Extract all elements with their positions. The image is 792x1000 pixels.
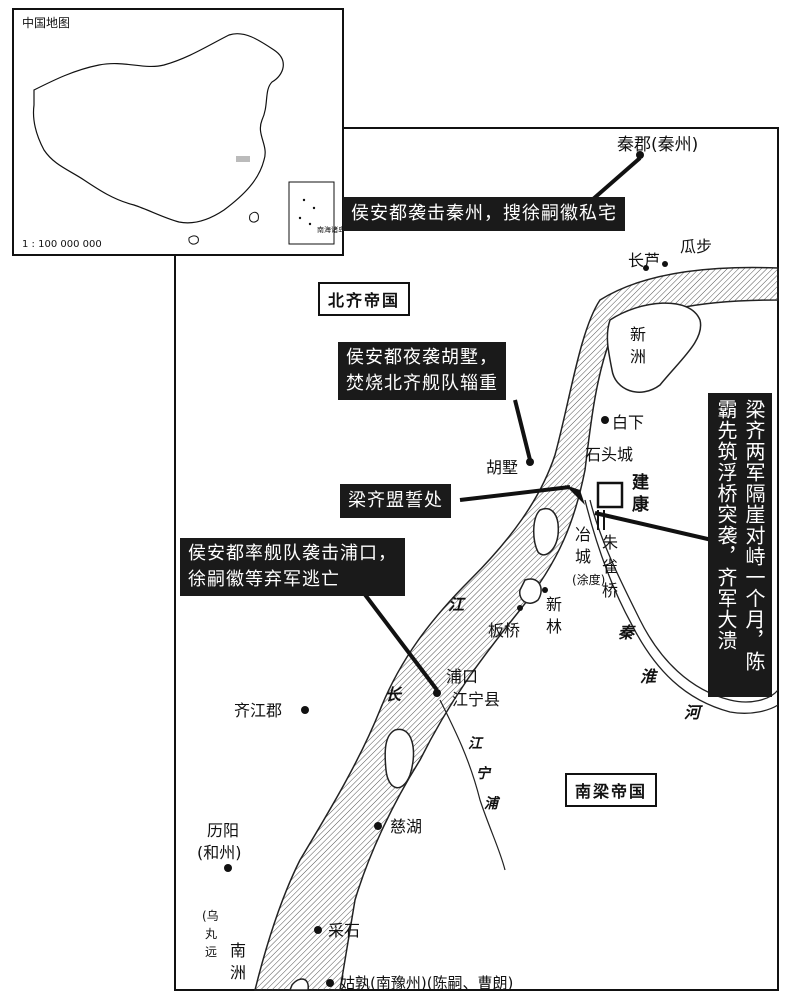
label-river-he: 河 <box>684 703 703 722</box>
label-river-chang: 长 <box>385 685 403 704</box>
state-label-south: 南梁帝国 <box>565 773 658 807</box>
dot-banqiao <box>517 605 523 611</box>
dot-changlu <box>643 265 649 271</box>
dot-pukou <box>433 689 441 697</box>
callout-duizhi: 梁齐两军隔崖对峙一个月，陈霸先筑浮桥突袭，齐军大溃 <box>708 393 772 697</box>
island-small-2 <box>519 578 542 604</box>
state-label-north: 北齐帝国 <box>318 282 411 316</box>
island-small-1 <box>533 508 560 556</box>
callout-pukou-line2: 徐嗣徽等弃军逃亡 <box>188 569 340 590</box>
callout-huye: 侯安都夜袭胡墅， 焚烧北齐舰队辎重 <box>338 342 506 400</box>
jiankang-city-square <box>596 481 624 509</box>
inset-china-map: 中国地图 南海诸岛 1 : 100 000 000 <box>12 8 344 256</box>
callout-pukou: 侯安都率舰队袭击浦口， 徐嗣徽等弃军逃亡 <box>180 538 405 596</box>
dot-gushu <box>326 979 334 987</box>
label-xinzhou-2: 洲 <box>630 347 646 366</box>
label-guabu: 瓜步 <box>680 237 712 256</box>
label-wuwan-2: 丸 <box>205 927 217 941</box>
label-zhuque-3: 桥 <box>602 581 618 600</box>
label-zhuque-1: 朱 <box>602 533 618 552</box>
label-baixia: 白下 <box>612 413 644 432</box>
south-sea-label: 南海诸岛 <box>317 225 342 234</box>
inset-highlight-region <box>236 156 250 162</box>
label-nanzhou-1: 南 <box>230 941 246 960</box>
label-jiankang-2: 康 <box>632 494 650 515</box>
dot-lishui <box>224 864 232 872</box>
qinhuai-river <box>589 499 779 703</box>
label-banqiao: 板桥 <box>488 621 520 640</box>
label-zhuque-2: 雀 <box>602 557 618 576</box>
label-cihu: 慈湖 <box>390 817 422 836</box>
label-xinlin-2: 林 <box>546 617 562 636</box>
leader-c2 <box>513 399 532 461</box>
island-small-3 <box>384 728 415 789</box>
callout-huye-line1: 侯安都夜袭胡墅， <box>346 347 498 368</box>
dot-qinjun <box>636 151 644 159</box>
jiangning-river <box>439 699 506 871</box>
label-river-qin: 秦 <box>618 623 636 642</box>
label-jiangning-1: 江 <box>468 736 484 752</box>
label-wuwan-3: 远 <box>205 945 217 959</box>
island-small-4 <box>288 978 309 991</box>
leader-c4 <box>358 586 439 692</box>
dot-xinlin <box>542 587 548 593</box>
dot-guabu <box>662 261 668 267</box>
label-river-jiang: 江 <box>448 595 466 614</box>
xinzhou-island <box>606 302 702 393</box>
yangtze-river <box>254 266 779 991</box>
leader-c5 <box>594 511 713 542</box>
label-tudu: (涂度) <box>572 572 605 587</box>
callout-huye-line2: 焚烧北齐舰队辎重 <box>346 373 498 394</box>
label-jiangning-2: 宁 <box>476 765 492 782</box>
dot-baixia <box>601 416 609 424</box>
label-gushu: 姑孰(南豫州)(陈嗣、曹朗) <box>340 974 513 992</box>
dot-cihu <box>374 822 382 830</box>
dot-caishi <box>314 926 322 934</box>
label-yecheng-1: 冶 <box>575 525 591 544</box>
inset-scale: 1 : 100 000 000 <box>22 239 102 250</box>
inset-title: 中国地图 <box>22 16 71 30</box>
china-outline: 南海诸岛 <box>32 33 342 245</box>
dot-qijiangjun <box>301 706 309 714</box>
label-river-huai: 淮 <box>640 667 659 686</box>
label-jiangningxian: 江宁县 <box>452 690 500 709</box>
label-nanzhou-2: 洲 <box>230 963 246 982</box>
label-huye: 胡墅 <box>486 458 518 477</box>
south-sea-inset-box <box>288 181 335 245</box>
label-shitoucheng: 石头城 <box>585 445 633 464</box>
label-jiangning-3: 浦 <box>484 795 501 812</box>
label-hezhou: (和州) <box>197 843 242 862</box>
label-wuwan-1: (乌 <box>202 908 219 923</box>
callout-qinzhou: 侯安都袭击秦州，搜徐嗣徽私宅 <box>343 197 625 231</box>
label-caishi: 采石 <box>328 921 360 940</box>
label-xinzhou-1: 新 <box>630 325 646 344</box>
label-pukou: 浦口 <box>446 667 478 686</box>
label-lishui: 历阳 <box>207 821 239 840</box>
label-yecheng-2: 城 <box>575 547 591 566</box>
label-changlu: 长芦 <box>628 251 660 270</box>
callout-pukou-line1: 侯安都率舰队袭击浦口， <box>188 543 397 564</box>
leader-c3 <box>459 485 571 502</box>
label-xinlin-1: 新 <box>546 595 562 614</box>
callout-mengshi: 梁齐盟誓处 <box>340 484 451 518</box>
label-jiankang-1: 建 <box>632 472 649 493</box>
label-qinjun: 秦郡(秦州) <box>617 135 698 155</box>
label-qijiangjun: 齐江郡 <box>234 701 282 720</box>
